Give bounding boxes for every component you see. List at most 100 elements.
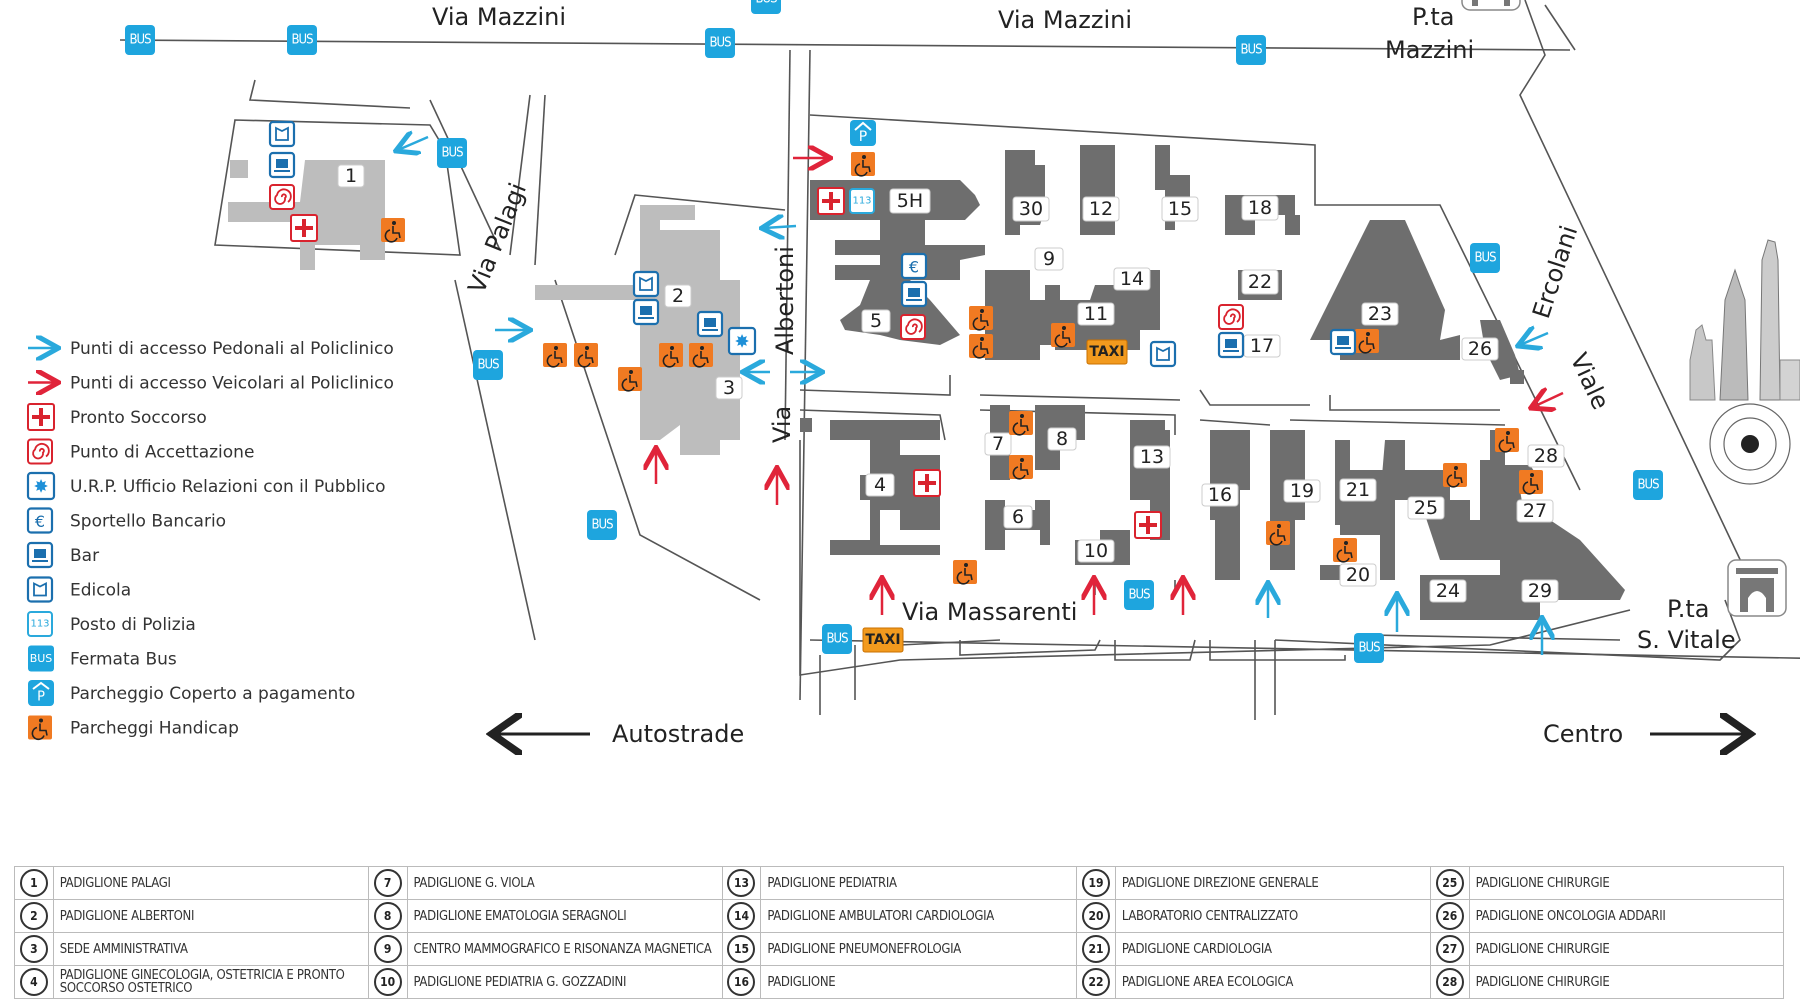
building-label-15: 15 [1161, 196, 1199, 222]
first-aid-icon [817, 187, 845, 215]
street-via-albertoni-1: Albertoni [771, 246, 799, 355]
handicap-parking-icon [574, 343, 598, 368]
svg-text:BUS: BUS [129, 33, 151, 48]
svg-text:21: 21 [1346, 479, 1370, 501]
svg-text:20: 20 [1346, 564, 1370, 586]
building-label-27: 27 [1516, 499, 1554, 523]
legend-item: €Sportello Bancario [26, 507, 226, 534]
handicap-parking-icon [1051, 323, 1075, 348]
bar-icon [900, 280, 928, 308]
svg-text:12: 12 [1089, 198, 1113, 220]
svg-text:BUS: BUS [1240, 43, 1262, 58]
bus-stops: BUSBUSBUSBUSBUSBUSBUSBUSBUSBUSBUSBUSBUS [125, 0, 1663, 663]
urp-star-icon: ✸ [26, 471, 56, 501]
pta-svitale-line2: S. Vitale [1637, 626, 1736, 654]
legend-label: Punti di accesso Veicolari al Policlinic… [70, 374, 394, 394]
handicap-parking-icon [618, 367, 642, 392]
pavilion-number: 20 [1081, 902, 1110, 930]
pavilion-number: 14 [727, 902, 756, 930]
porta-san-vitale-gate-icon [1727, 559, 1787, 617]
pta-svitale-line1: P.ta [1667, 595, 1709, 623]
bar-icon [268, 151, 296, 179]
building-label-1: 1 [337, 164, 365, 188]
direction-autostrade: Autostrade [492, 720, 744, 748]
bus-stop-icon: BUS [473, 350, 503, 380]
building-label-8: 8 [1047, 427, 1077, 451]
building-label-12: 12 [1082, 196, 1120, 222]
building-label-20: 20 [1339, 563, 1377, 587]
first-aid-icon [290, 214, 318, 242]
two-towers-landmark-icon [1689, 239, 1800, 401]
svg-text:✸: ✸ [33, 477, 48, 498]
svg-text:BUS: BUS [755, 0, 777, 7]
svg-text:11: 11 [1084, 303, 1108, 325]
reception-spiral-icon [269, 184, 295, 210]
covered-parking-icon: P [850, 120, 876, 146]
pavilion-number: 10 [373, 968, 402, 996]
bus-stop-icon: BUS [28, 645, 54, 672]
pavilion-number: 13 [727, 869, 756, 897]
svg-text:5: 5 [870, 310, 882, 332]
building-label-24: 24 [1429, 579, 1467, 603]
bus-stop-icon: BUS [822, 624, 852, 654]
pavilion-name: PADIGLIONE CHIRURGIE [1468, 866, 1785, 900]
building-label-19: 19 [1283, 479, 1321, 503]
pavilion-name: PADIGLIONE [760, 965, 1078, 999]
euro-icon: € [900, 252, 928, 280]
legend-item: BUS Fermata Bus [28, 645, 177, 672]
bus-stop-icon: BUS [1354, 633, 1384, 663]
svg-text:10: 10 [1084, 540, 1108, 562]
pavilion-number: 2 [19, 902, 48, 930]
svg-text:BUS: BUS [441, 146, 463, 161]
svg-text:BUS: BUS [826, 632, 848, 647]
building-label-17: 17 [1243, 334, 1281, 358]
legend-item: Bar [26, 541, 99, 569]
legend-label: Fermata Bus [70, 650, 177, 670]
pavilion-name: PADIGLIONE AMBULATORI CARDIOLOGIA [760, 899, 1078, 933]
street-ercolani: Ercolani [1527, 222, 1583, 322]
pavilion-name: PADIGLIONE AREA ECOLOGICA [1114, 965, 1431, 999]
street-via-massarenti: Via Massarenti [902, 598, 1077, 626]
reception-spiral-icon [1218, 304, 1244, 330]
svg-text:BUS: BUS [1358, 641, 1380, 656]
svg-text:15: 15 [1168, 198, 1192, 220]
pavilion-name: PADIGLIONE EMATOLOGIA SERAGNOLI [406, 899, 723, 933]
legend-label: Punti di accesso Pedonali al Policlinico [70, 339, 394, 359]
handicap-parking-icon [543, 343, 567, 368]
svg-text:7: 7 [992, 433, 1004, 455]
handicap-parking-icon [969, 334, 993, 359]
svg-text:BUS: BUS [477, 358, 499, 373]
building-label-10: 10 [1077, 539, 1115, 563]
legend-label: Punto di Accettazione [70, 443, 254, 463]
bar-icon [632, 298, 660, 326]
svg-text:BUS: BUS [1128, 588, 1150, 603]
bus-stop-icon: BUS [437, 138, 467, 168]
building-label-5: 5 [861, 309, 891, 333]
handicap-parking-icon [689, 343, 713, 368]
pta-mazzini-line2: Mazzini [1385, 36, 1474, 64]
handicap-parking-icon [1443, 463, 1467, 488]
pavilion-number: 27 [1435, 935, 1464, 963]
newsstand-icon [1149, 340, 1177, 368]
bus-stop-icon: BUS [1633, 470, 1663, 500]
street-via-mazzini-east: Via Mazzini [998, 6, 1132, 34]
svg-text:4: 4 [874, 474, 886, 496]
building-label-5h: 5H [889, 188, 931, 214]
legend-label: Parcheggio Coperto a pagamento [70, 684, 355, 704]
building-label-4: 4 [865, 473, 895, 497]
handicap-parking-icons [381, 152, 1543, 585]
pavilion-name: PADIGLIONE GINECOLOGIA, OSTETRICIA E PRO… [52, 965, 369, 999]
svg-text:23: 23 [1368, 303, 1392, 325]
pta-mazzini-line1: P.ta [1412, 3, 1454, 31]
legend-label: Bar [70, 546, 99, 566]
legend-item: Punti di accesso Veicolari al Policlinic… [28, 374, 394, 394]
bus-stop-icon: BUS [751, 0, 781, 14]
building-label-18: 18 [1241, 195, 1279, 221]
building-label-28: 28 [1527, 444, 1565, 468]
reception-spiral-icon [27, 438, 53, 465]
